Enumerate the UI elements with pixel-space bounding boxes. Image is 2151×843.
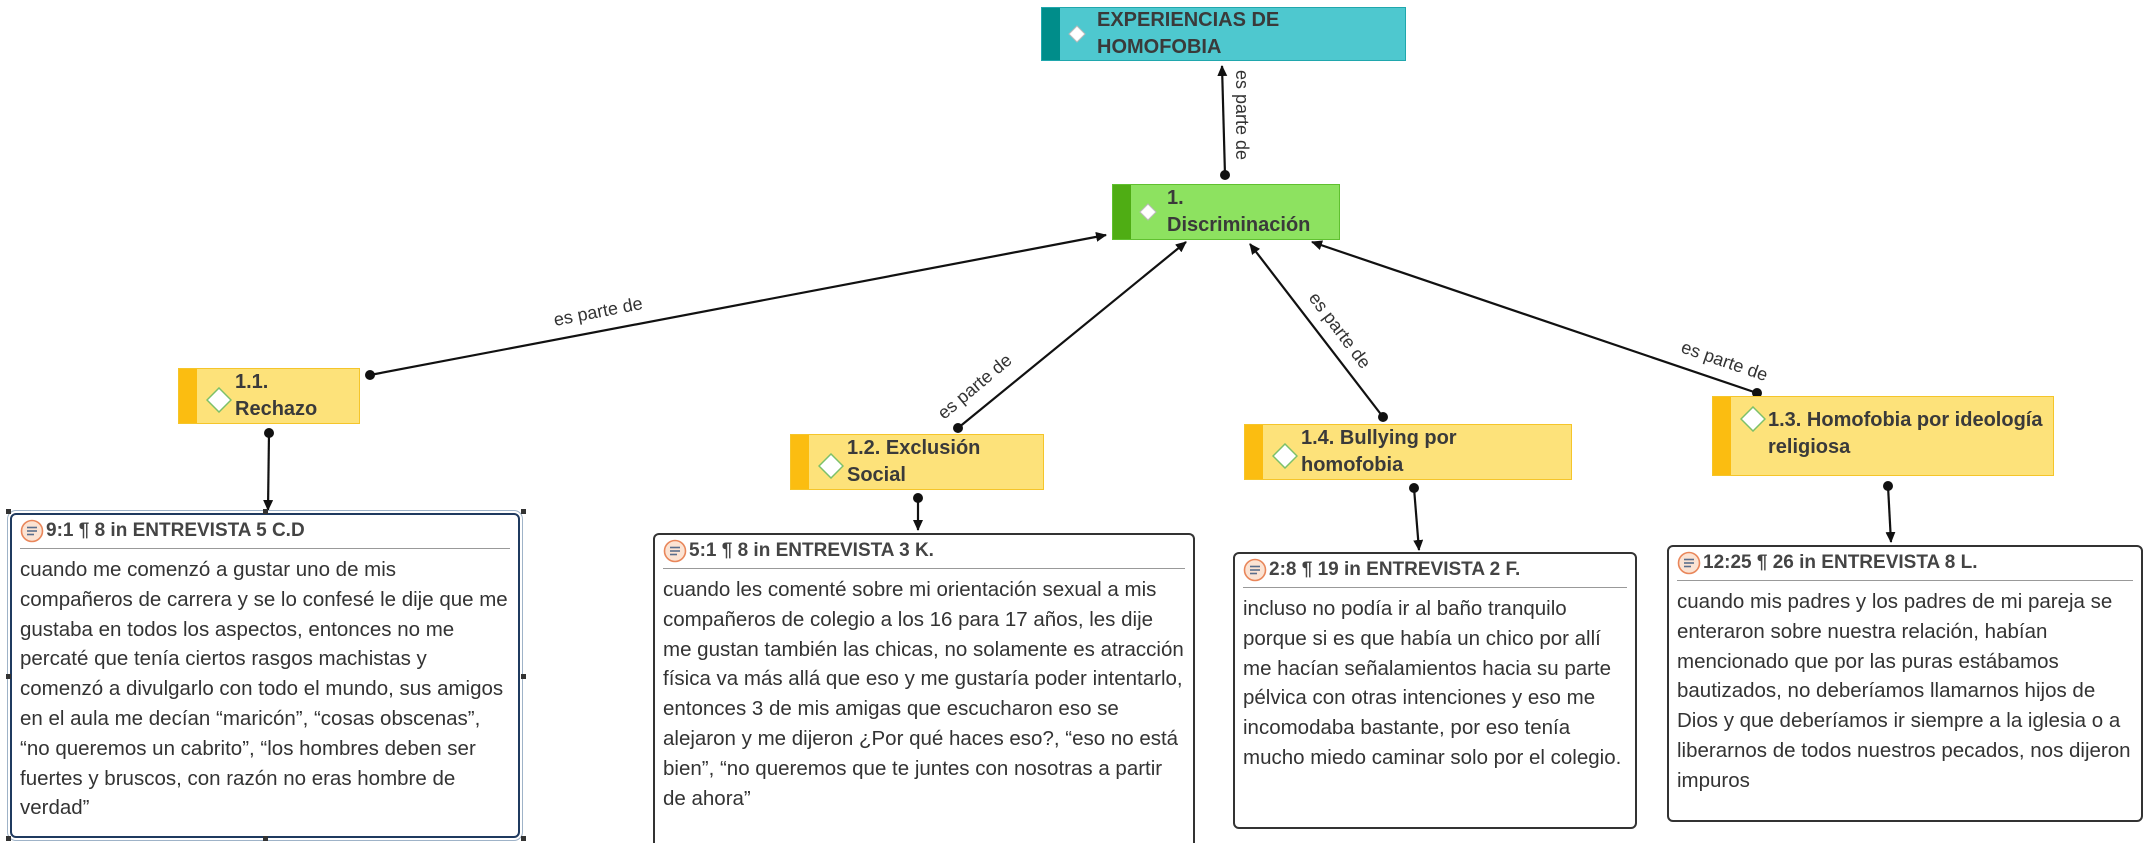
link-bullying-to-quote[interactable]: [1409, 483, 1424, 551]
quotation-header: 12:25 ¶ 26 in ENTREVISTA 8 L.: [1677, 551, 2133, 581]
edge-label-main-root: es parte de: [1232, 70, 1252, 160]
selection-handle[interactable]: [521, 674, 526, 679]
quotation-header-text: 12:25 ¶ 26 in ENTREVISTA 8 L.: [1703, 552, 1978, 573]
quotation-card-q4[interactable]: 12:25 ¶ 26 in ENTREVISTA 8 L. cuando mis…: [1667, 545, 2143, 822]
node-color-bar: [179, 369, 197, 423]
quotation-card-q3[interactable]: 2:8 ¶ 19 in ENTREVISTA 2 F. incluso no p…: [1233, 552, 1637, 829]
node-color-bar: [1042, 8, 1060, 60]
link-rechazo-to-quote[interactable]: [263, 428, 274, 511]
node-color-bar: [1245, 425, 1263, 479]
root-code-node[interactable]: EXPERIENCIAS DE HOMOFOBIA: [1041, 7, 1406, 61]
node-color-bar: [1113, 185, 1131, 239]
quotation-icon: [1677, 551, 1701, 575]
link-religiosa-to-quote[interactable]: [1883, 481, 1896, 543]
quotation-card-q1[interactable]: 9:1 ¶ 8 in ENTREVISTA 5 C.D cuando me co…: [7, 510, 523, 841]
subcode-label: 1.4. Bullying por homofobia: [1301, 427, 1457, 476]
diamond-icon: [1740, 406, 1766, 432]
edge-exclusion-to-main[interactable]: es parte de: [934, 241, 1187, 433]
subcode-node-rechazo[interactable]: 1.1. Rechazo: [178, 368, 360, 424]
root-code-label: EXPERIENCIAS DE HOMOFOBIA: [1097, 9, 1280, 58]
main-code-node[interactable]: 1. Discriminación: [1112, 184, 1340, 240]
edge-religiosa-to-main[interactable]: es parte de: [1311, 240, 1771, 398]
edge-label-exclusion-main: es parte de: [934, 350, 1016, 423]
node-color-bar: [1713, 397, 1731, 475]
subcode-node-exclusion[interactable]: 1.2. Exclusión Social: [790, 434, 1044, 490]
quotation-header: 2:8 ¶ 19 in ENTREVISTA 2 F.: [1243, 558, 1627, 588]
selection-handle[interactable]: [263, 836, 268, 841]
quotation-icon: [663, 539, 687, 563]
diamond-icon: [818, 453, 844, 479]
selection-handle[interactable]: [521, 509, 526, 514]
subcode-label: 1.1. Rechazo: [235, 371, 318, 420]
edge-main-to-root[interactable]: es parte de: [1217, 65, 1252, 180]
subcode-node-bullying[interactable]: 1.4. Bullying por homofobia: [1244, 424, 1572, 480]
selection-handle[interactable]: [6, 509, 11, 514]
quotation-icon: [20, 519, 44, 543]
node-color-bar: [791, 435, 809, 489]
quotation-header: 5:1 ¶ 8 in ENTREVISTA 3 K.: [663, 539, 1185, 569]
diamond-icon: [206, 387, 232, 413]
quotation-text: cuando me comenzó a gustar uno de mis co…: [20, 558, 508, 820]
link-exclusion-to-quote[interactable]: [913, 493, 923, 531]
quotation-header-text: 9:1 ¶ 8 in ENTREVISTA 5 C.D: [46, 520, 305, 541]
selection-handle[interactable]: [6, 836, 11, 841]
edge-bullying-to-main[interactable]: es parte de: [1249, 243, 1388, 422]
main-code-label: 1. Discriminación: [1167, 187, 1311, 236]
subcode-label: 1.2. Exclusión Social: [847, 437, 981, 486]
quotation-text: cuando mis padres y los padres de mi par…: [1677, 590, 2131, 792]
quotation-header: 9:1 ¶ 8 in ENTREVISTA 5 C.D: [20, 519, 510, 549]
quotation-icon: [1243, 558, 1267, 582]
selection-handle[interactable]: [6, 674, 11, 679]
diamond-icon: [1272, 443, 1298, 469]
selection-handle[interactable]: [263, 509, 268, 514]
quotation-text: incluso no podía ir al baño tranquilo po…: [1243, 597, 1622, 769]
diamond-icon: [1068, 25, 1086, 43]
diamond-icon: [1139, 203, 1157, 221]
quotation-text: cuando les comenté sobre mi orientación …: [663, 578, 1184, 810]
subcode-node-religiosa[interactable]: 1.3. Homofobia por ideología religiosa: [1712, 396, 2054, 476]
subcode-label: 1.3. Homofobia por ideología religiosa: [1768, 409, 2043, 458]
quotation-header-text: 5:1 ¶ 8 in ENTREVISTA 3 K.: [689, 540, 934, 561]
quotation-header-text: 2:8 ¶ 19 in ENTREVISTA 2 F.: [1269, 559, 1521, 580]
edge-label-religiosa-main: es parte de: [1679, 337, 1771, 385]
quotation-card-q2[interactable]: 5:1 ¶ 8 in ENTREVISTA 3 K. cuando les co…: [653, 533, 1195, 843]
selection-handle[interactable]: [521, 836, 526, 841]
